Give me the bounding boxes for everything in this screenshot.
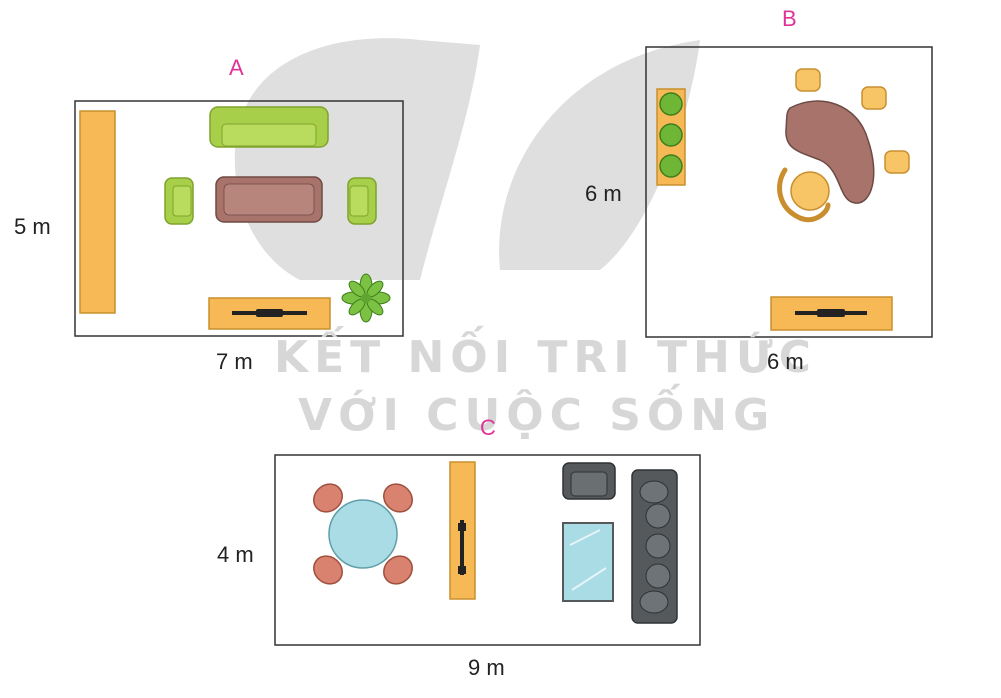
room-c-outline [274, 454, 701, 646]
room-b-outline [645, 46, 933, 338]
room-a-width: 7 m [216, 349, 253, 374]
room-b-width: 6 m [767, 349, 804, 374]
watermark-line2: VỚI CUỘC SỐNG [298, 383, 775, 441]
room-b-height: 6 m [585, 181, 622, 206]
coffee-table [215, 176, 323, 223]
room-b-label: B [782, 6, 797, 31]
room-c-height: 4 m [217, 542, 254, 567]
plant-icon [341, 273, 391, 323]
sofa [209, 106, 329, 148]
kidney-desk [785, 100, 875, 204]
planter [656, 88, 686, 186]
tv-stand-c [449, 461, 476, 600]
room-a-outline [74, 100, 404, 337]
sofa-gray [631, 469, 678, 624]
room-b [645, 46, 933, 338]
armchair-left [164, 177, 194, 225]
stool-3 [884, 150, 910, 174]
stool-1 [795, 68, 821, 92]
armchair-gray [562, 462, 616, 500]
dining-table [328, 499, 398, 569]
dining-chair-2 [383, 483, 413, 513]
watermark-logo [234, 38, 700, 280]
dining-chair-4 [383, 555, 413, 585]
bookshelf [79, 110, 116, 314]
tv-stand [208, 297, 331, 330]
stool-2 [861, 86, 887, 110]
office-chair [777, 167, 831, 222]
room-a [74, 100, 404, 337]
room-c-label: C [480, 415, 496, 440]
room-a-label: A [229, 55, 244, 80]
armchair-right [347, 177, 377, 225]
dining-chair-1 [313, 483, 343, 513]
glass-coffee-table [562, 522, 614, 602]
room-c-width: 9 m [468, 655, 505, 680]
watermark-line1: KẾT NỐI TRI THỨC [274, 325, 817, 383]
room-c [274, 454, 701, 646]
tv-stand-b [770, 296, 893, 331]
room-a-height: 5 m [14, 214, 51, 239]
dining-chair-3 [313, 555, 343, 585]
